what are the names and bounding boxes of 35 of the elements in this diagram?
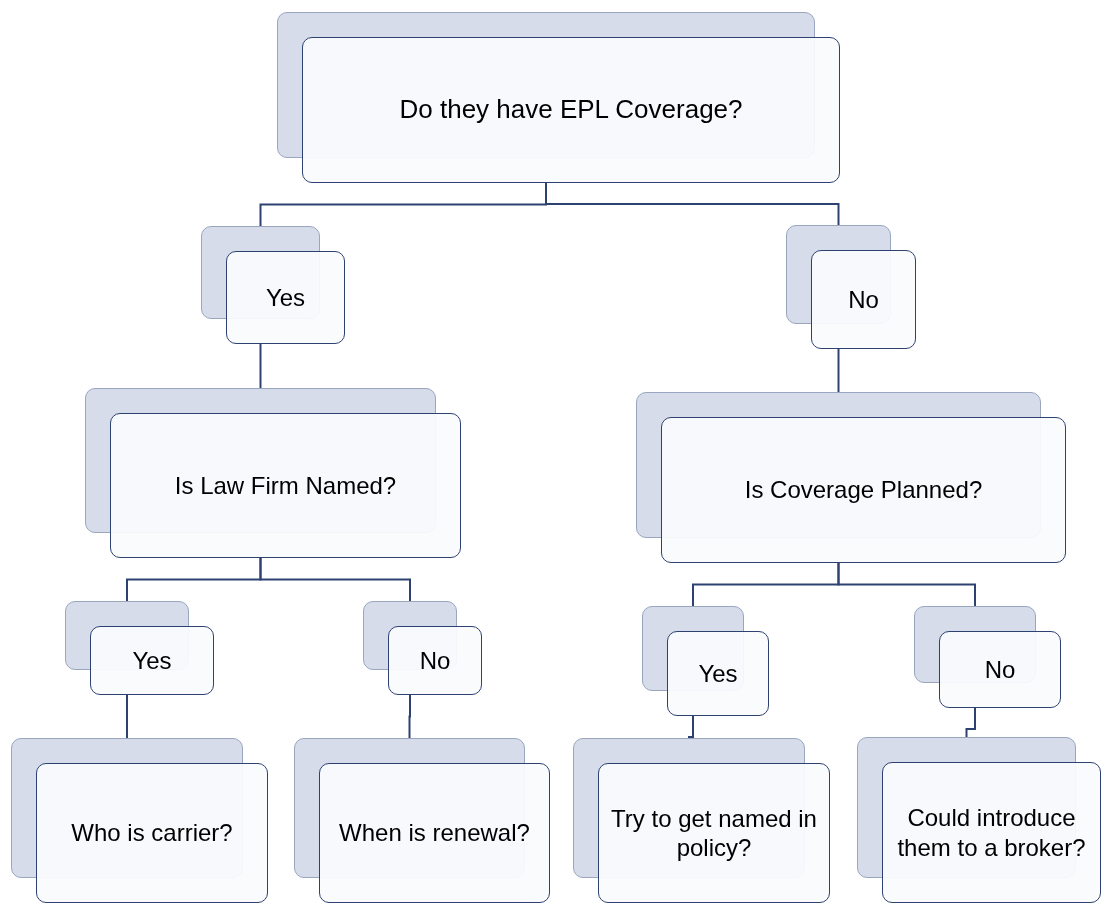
box-label: Yes <box>698 658 738 689</box>
connector-line <box>126 694 128 739</box>
box-label: Who is carrier? <box>71 818 233 848</box>
stacked-box <box>85 388 461 558</box>
box-label: Is Coverage Planned? <box>744 475 983 505</box>
stacked-box <box>857 737 1101 903</box>
stacked-box <box>573 738 830 903</box>
stacked-box <box>642 606 769 716</box>
box-label: Do they have EPL Coverage? <box>399 94 743 126</box>
box-label: Yes <box>132 645 172 676</box>
stacked-box <box>786 225 916 349</box>
connector-line <box>545 182 840 226</box>
stacked-box <box>914 606 1061 708</box>
stacked-box <box>65 601 214 695</box>
box-label: Is Law Firm Named? <box>174 470 397 501</box>
box-label: No <box>419 645 451 676</box>
stacked-box <box>277 12 840 183</box>
stacked-box <box>294 738 550 903</box>
connector-line <box>688 715 694 739</box>
box-label: Could introduce them to a broker? <box>896 803 1087 862</box>
box-label: No <box>984 654 1016 685</box>
box-label: Yes <box>265 282 306 313</box>
stacked-box <box>363 601 482 695</box>
connector-line <box>408 694 411 739</box>
box-label: When is renewal? <box>339 818 530 848</box>
stacked-box <box>636 392 1066 563</box>
stacked-box <box>11 738 268 903</box>
connector-line <box>837 562 976 607</box>
connector-line <box>259 343 262 389</box>
connector-line <box>259 557 411 602</box>
connector-line <box>965 707 976 738</box>
connector-line <box>837 348 840 393</box>
stacked-box <box>201 226 345 344</box>
box-label: No <box>848 284 879 315</box>
box-label: Try to get named in policy? <box>610 803 818 863</box>
